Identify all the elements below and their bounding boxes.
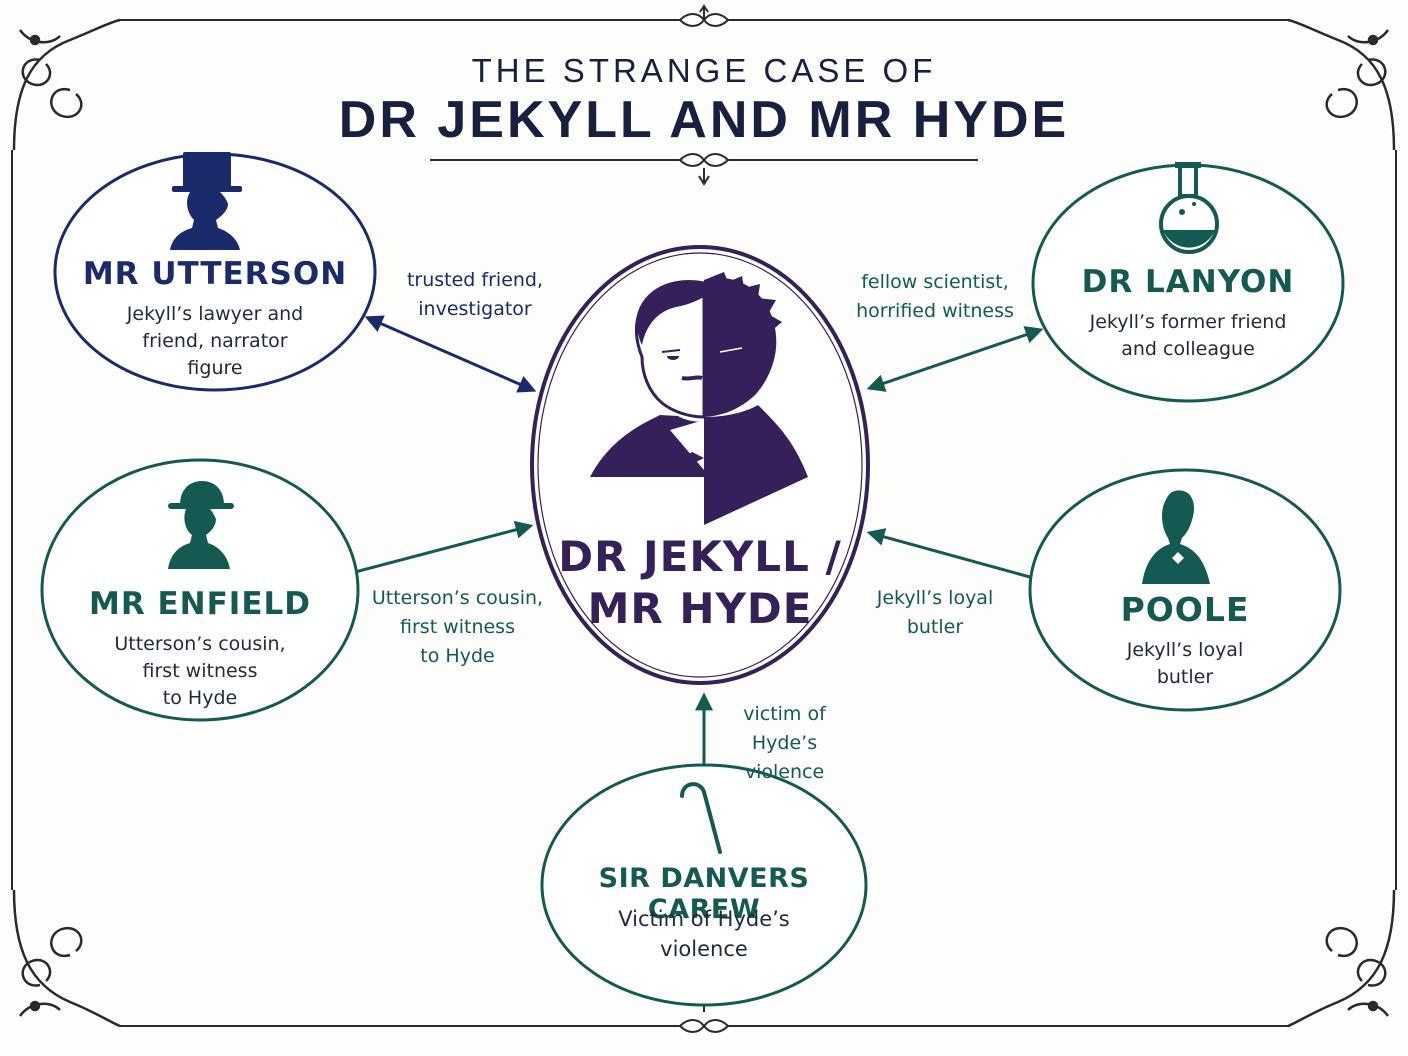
flourish-title-icon	[679, 153, 729, 186]
edge-label-line: Utterson’s cousin,	[371, 587, 544, 609]
edge-label-line: to Hyde	[420, 645, 495, 667]
center-name-line1: DR JEKYLL /	[558, 532, 842, 581]
top-hat-silhouette-icon	[170, 152, 242, 250]
edge-poole-label: Jekyll’s loyal butler	[860, 584, 1010, 642]
flask-icon	[1159, 162, 1219, 254]
edge-label-line: investigator	[418, 298, 532, 320]
edge-lanyon-label: fellow scientist, horrified witness	[840, 268, 1030, 326]
page-title: DR JEKYLL AND MR HYDE	[338, 91, 1070, 149]
page-border	[11, 19, 1397, 1027]
split-face-portrait-icon	[590, 272, 808, 525]
butler-silhouette-icon	[1142, 490, 1210, 584]
cane-icon	[680, 782, 722, 854]
node-enfield-name: MR ENFIELD	[88, 586, 311, 622]
node-poole-oval	[1028, 468, 1342, 712]
node-lanyon-desc-line: Jekyll’s former friend	[1089, 311, 1287, 333]
node-enfield-desc-line: Utterson’s cousin,	[114, 633, 286, 655]
node-carew-desc-line: Victim of Hyde’s	[618, 907, 790, 931]
edge-lanyon-arrow	[866, 326, 1044, 392]
node-poole-name: POOLE	[1120, 590, 1250, 629]
edge-utterson-arrow	[364, 315, 537, 393]
node-utterson-desc-line: figure	[187, 357, 243, 379]
edge-utterson-label: trusted friend, investigator	[385, 266, 565, 324]
node-enfield-oval	[40, 458, 360, 722]
edge-label-line: first witness	[400, 616, 515, 638]
edge-label-line: Hyde’s violence	[744, 732, 825, 783]
node-poole-desc-line: butler	[1156, 666, 1214, 688]
node-utterson-desc: Jekyll’s lawyer and friend, narrator fig…	[75, 301, 355, 382]
node-carew-name: SIR DANVERS CAREW	[598, 863, 810, 925]
bowler-hat-silhouette-icon	[168, 481, 234, 569]
node-utterson-name: MR UTTERSON	[82, 256, 348, 292]
edge-label-line: fellow scientist,	[861, 271, 1009, 293]
node-center-inner-ring	[537, 252, 863, 678]
node-enfield-desc: Utterson’s cousin, first witness to Hyde	[60, 631, 340, 712]
corner-ornament-top-right-icon	[1287, 18, 1396, 151]
center-name-line2: MR HYDE	[587, 584, 813, 633]
node-carew-desc-line: violence	[660, 937, 748, 961]
corner-ornament-bottom-left-icon	[12, 889, 121, 1028]
node-utterson-desc-line: Jekyll’s lawyer and	[126, 303, 304, 325]
edge-label-line: Jekyll’s loyal	[876, 587, 994, 609]
edge-carew-label: victim of Hyde’s violence	[712, 700, 857, 787]
node-enfield-desc-line: first witness	[142, 660, 258, 682]
node-poole-desc: Jekyll’s loyal butler	[1045, 637, 1325, 691]
node-carew-oval	[540, 763, 868, 1007]
node-poole-desc-line: Jekyll’s loyal	[1126, 639, 1244, 661]
node-enfield-desc-line: to Hyde	[162, 687, 238, 709]
edge-enfield-arrow	[354, 520, 534, 574]
flourish-top-icon	[679, 4, 729, 27]
node-lanyon-name: DR LANYON	[1081, 264, 1295, 300]
node-carew-desc: Victim of Hyde’s violence	[559, 904, 849, 964]
edge-poole-arrow	[866, 528, 1031, 579]
corner-ornament-bottom-right-icon	[1287, 889, 1396, 1028]
edge-label-line: trusted friend,	[406, 269, 544, 291]
edge-label-line: butler	[906, 616, 964, 638]
edge-enfield-label: Utterson’s cousin, first witness to Hyde	[365, 584, 550, 671]
edge-label-line: horrified witness	[856, 300, 1014, 322]
title-subtitle: THE STRANGE CASE OF	[471, 52, 937, 89]
node-lanyon-desc-line: and colleague	[1121, 338, 1255, 360]
node-utterson-desc-line: friend, narrator	[142, 330, 288, 352]
corner-ornament-top-left-icon	[12, 18, 121, 151]
edge-label-line: victim of	[743, 703, 826, 725]
node-lanyon-desc: Jekyll’s former friend and colleague	[1045, 309, 1331, 363]
